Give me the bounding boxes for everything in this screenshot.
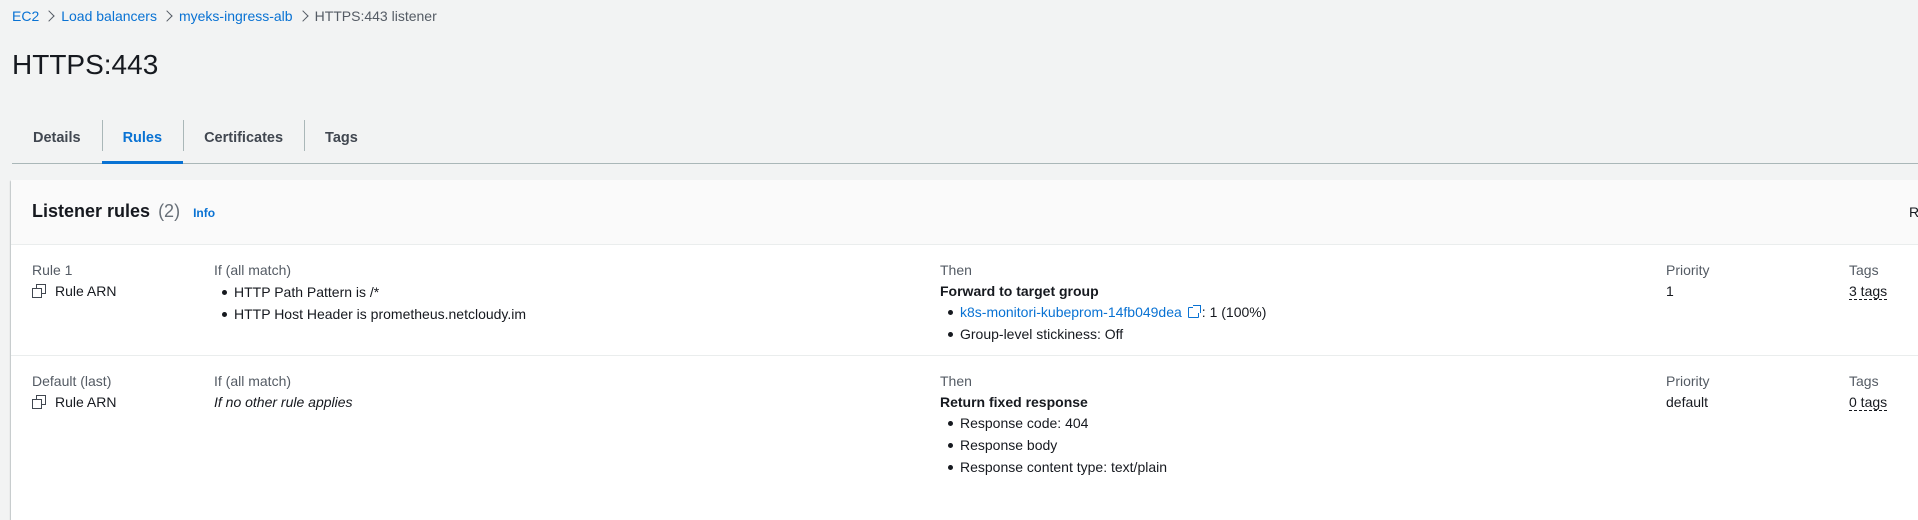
tab-details[interactable]: Details xyxy=(33,129,81,146)
rule-arn-label: Rule ARN xyxy=(55,394,117,410)
external-link-icon[interactable] xyxy=(1187,305,1201,318)
rule-conditions-cell: If (all match) If no other rule applies xyxy=(214,373,353,412)
rule-count: (2) xyxy=(158,201,181,221)
panel-title-text: Listener rules xyxy=(32,201,151,221)
rule-actions-cell: Then Forward to target group k8s-monitor… xyxy=(940,262,1266,345)
chevron-right-icon xyxy=(293,7,315,25)
then-label: Then xyxy=(940,373,972,389)
tags-label: Tags xyxy=(1849,373,1879,389)
rule-priority-cell: Priority default xyxy=(1666,373,1710,412)
condition-item: HTTP Host Header is prometheus.netcloudy… xyxy=(221,303,526,325)
breadcrumb-ec2[interactable]: EC2 xyxy=(12,8,40,24)
tab-bar: Details Rules Certificates Tags xyxy=(12,118,1918,164)
page-title: HTTPS:443 xyxy=(12,49,159,80)
rule-arn: Rule ARN xyxy=(32,281,116,301)
panel-title: Listener rules (2) Info xyxy=(32,200,215,224)
response-detail: Response body xyxy=(947,434,1167,456)
tab-certificates[interactable]: Certificates xyxy=(183,118,304,163)
rule-row: Default (last) Rule ARN If (all match) I… xyxy=(11,356,1918,516)
chevron-right-icon xyxy=(157,7,179,25)
copy-icon[interactable] xyxy=(32,284,46,298)
header-action-button[interactable]: R xyxy=(1909,204,1918,220)
response-detail: Response code: 404 xyxy=(947,412,1167,434)
tags-label: Tags xyxy=(1849,262,1879,278)
rule-actions-cell: Then Return fixed response Response code… xyxy=(940,373,1167,478)
rule-conditions-cell: If (all match) HTTP Path Pattern is /* H… xyxy=(214,262,526,325)
rule-name: Rule 1 xyxy=(32,262,73,278)
condition-item: HTTP Path Pattern is /* xyxy=(221,281,526,303)
breadcrumb-current: HTTPS:443 listener xyxy=(314,8,437,24)
rule-tags-cell: Tags 3 tags xyxy=(1849,262,1888,301)
response-detail: Response content type: text/plain xyxy=(947,456,1167,478)
action-details: k8s-monitori-kubeprom-14fb049dea : 1 (100… xyxy=(940,301,1266,345)
action-details: Response code: 404 Response body Respons… xyxy=(940,412,1167,478)
tab-rules[interactable]: Rules xyxy=(101,118,184,164)
panel-header: Listener rules (2) Info R xyxy=(11,180,1918,245)
rule-arn: Rule ARN xyxy=(32,392,116,412)
priority-value: 1 xyxy=(1666,283,1674,299)
if-label: If (all match) xyxy=(214,373,292,389)
target-group-link[interactable]: k8s-monitori-kubeprom-14fb049dea xyxy=(960,304,1182,320)
if-label: If (all match) xyxy=(214,262,292,278)
priority-label: Priority xyxy=(1666,262,1710,278)
rule-name-cell: Rule 1 Rule ARN xyxy=(32,262,116,301)
info-link[interactable]: Info xyxy=(193,206,216,220)
rule-row: Rule 1 Rule ARN If (all match) HTTP Path… xyxy=(11,245,1918,356)
action-type: Return fixed response xyxy=(940,394,1088,410)
rule-name: Default (last) xyxy=(32,373,112,389)
tab-tags[interactable]: Tags xyxy=(304,118,379,163)
condition-list: HTTP Path Pattern is /* HTTP Host Header… xyxy=(214,281,526,325)
priority-value: default xyxy=(1666,394,1709,410)
chevron-right-icon xyxy=(39,7,61,25)
copy-icon[interactable] xyxy=(32,395,46,409)
action-type: Forward to target group xyxy=(940,283,1099,299)
rule-tags-cell: Tags 0 tags xyxy=(1849,373,1888,412)
listener-rules-panel: Listener rules (2) Info R Rule 1 Rule AR… xyxy=(11,180,1918,520)
then-label: Then xyxy=(940,262,972,278)
stickiness-item: Group-level stickiness: Off xyxy=(947,323,1266,345)
tags-link[interactable]: 0 tags xyxy=(1849,394,1888,411)
target-weight: : 1 (100%) xyxy=(1201,304,1267,320)
rule-arn-label: Rule ARN xyxy=(55,283,117,299)
tags-link[interactable]: 3 tags xyxy=(1849,283,1888,300)
default-condition: If no other rule applies xyxy=(214,394,353,410)
rule-priority-cell: Priority 1 xyxy=(1666,262,1710,301)
breadcrumb-load-balancer[interactable]: myeks-ingress-alb xyxy=(178,8,293,24)
breadcrumb-load-balancers[interactable]: Load balancers xyxy=(61,8,157,24)
priority-label: Priority xyxy=(1666,373,1710,389)
rule-name-cell: Default (last) Rule ARN xyxy=(32,373,116,412)
target-group-item: k8s-monitori-kubeprom-14fb049dea : 1 (100… xyxy=(947,301,1267,323)
breadcrumb: EC2 Load balancers myeks-ingress-alb HTT… xyxy=(12,7,437,25)
